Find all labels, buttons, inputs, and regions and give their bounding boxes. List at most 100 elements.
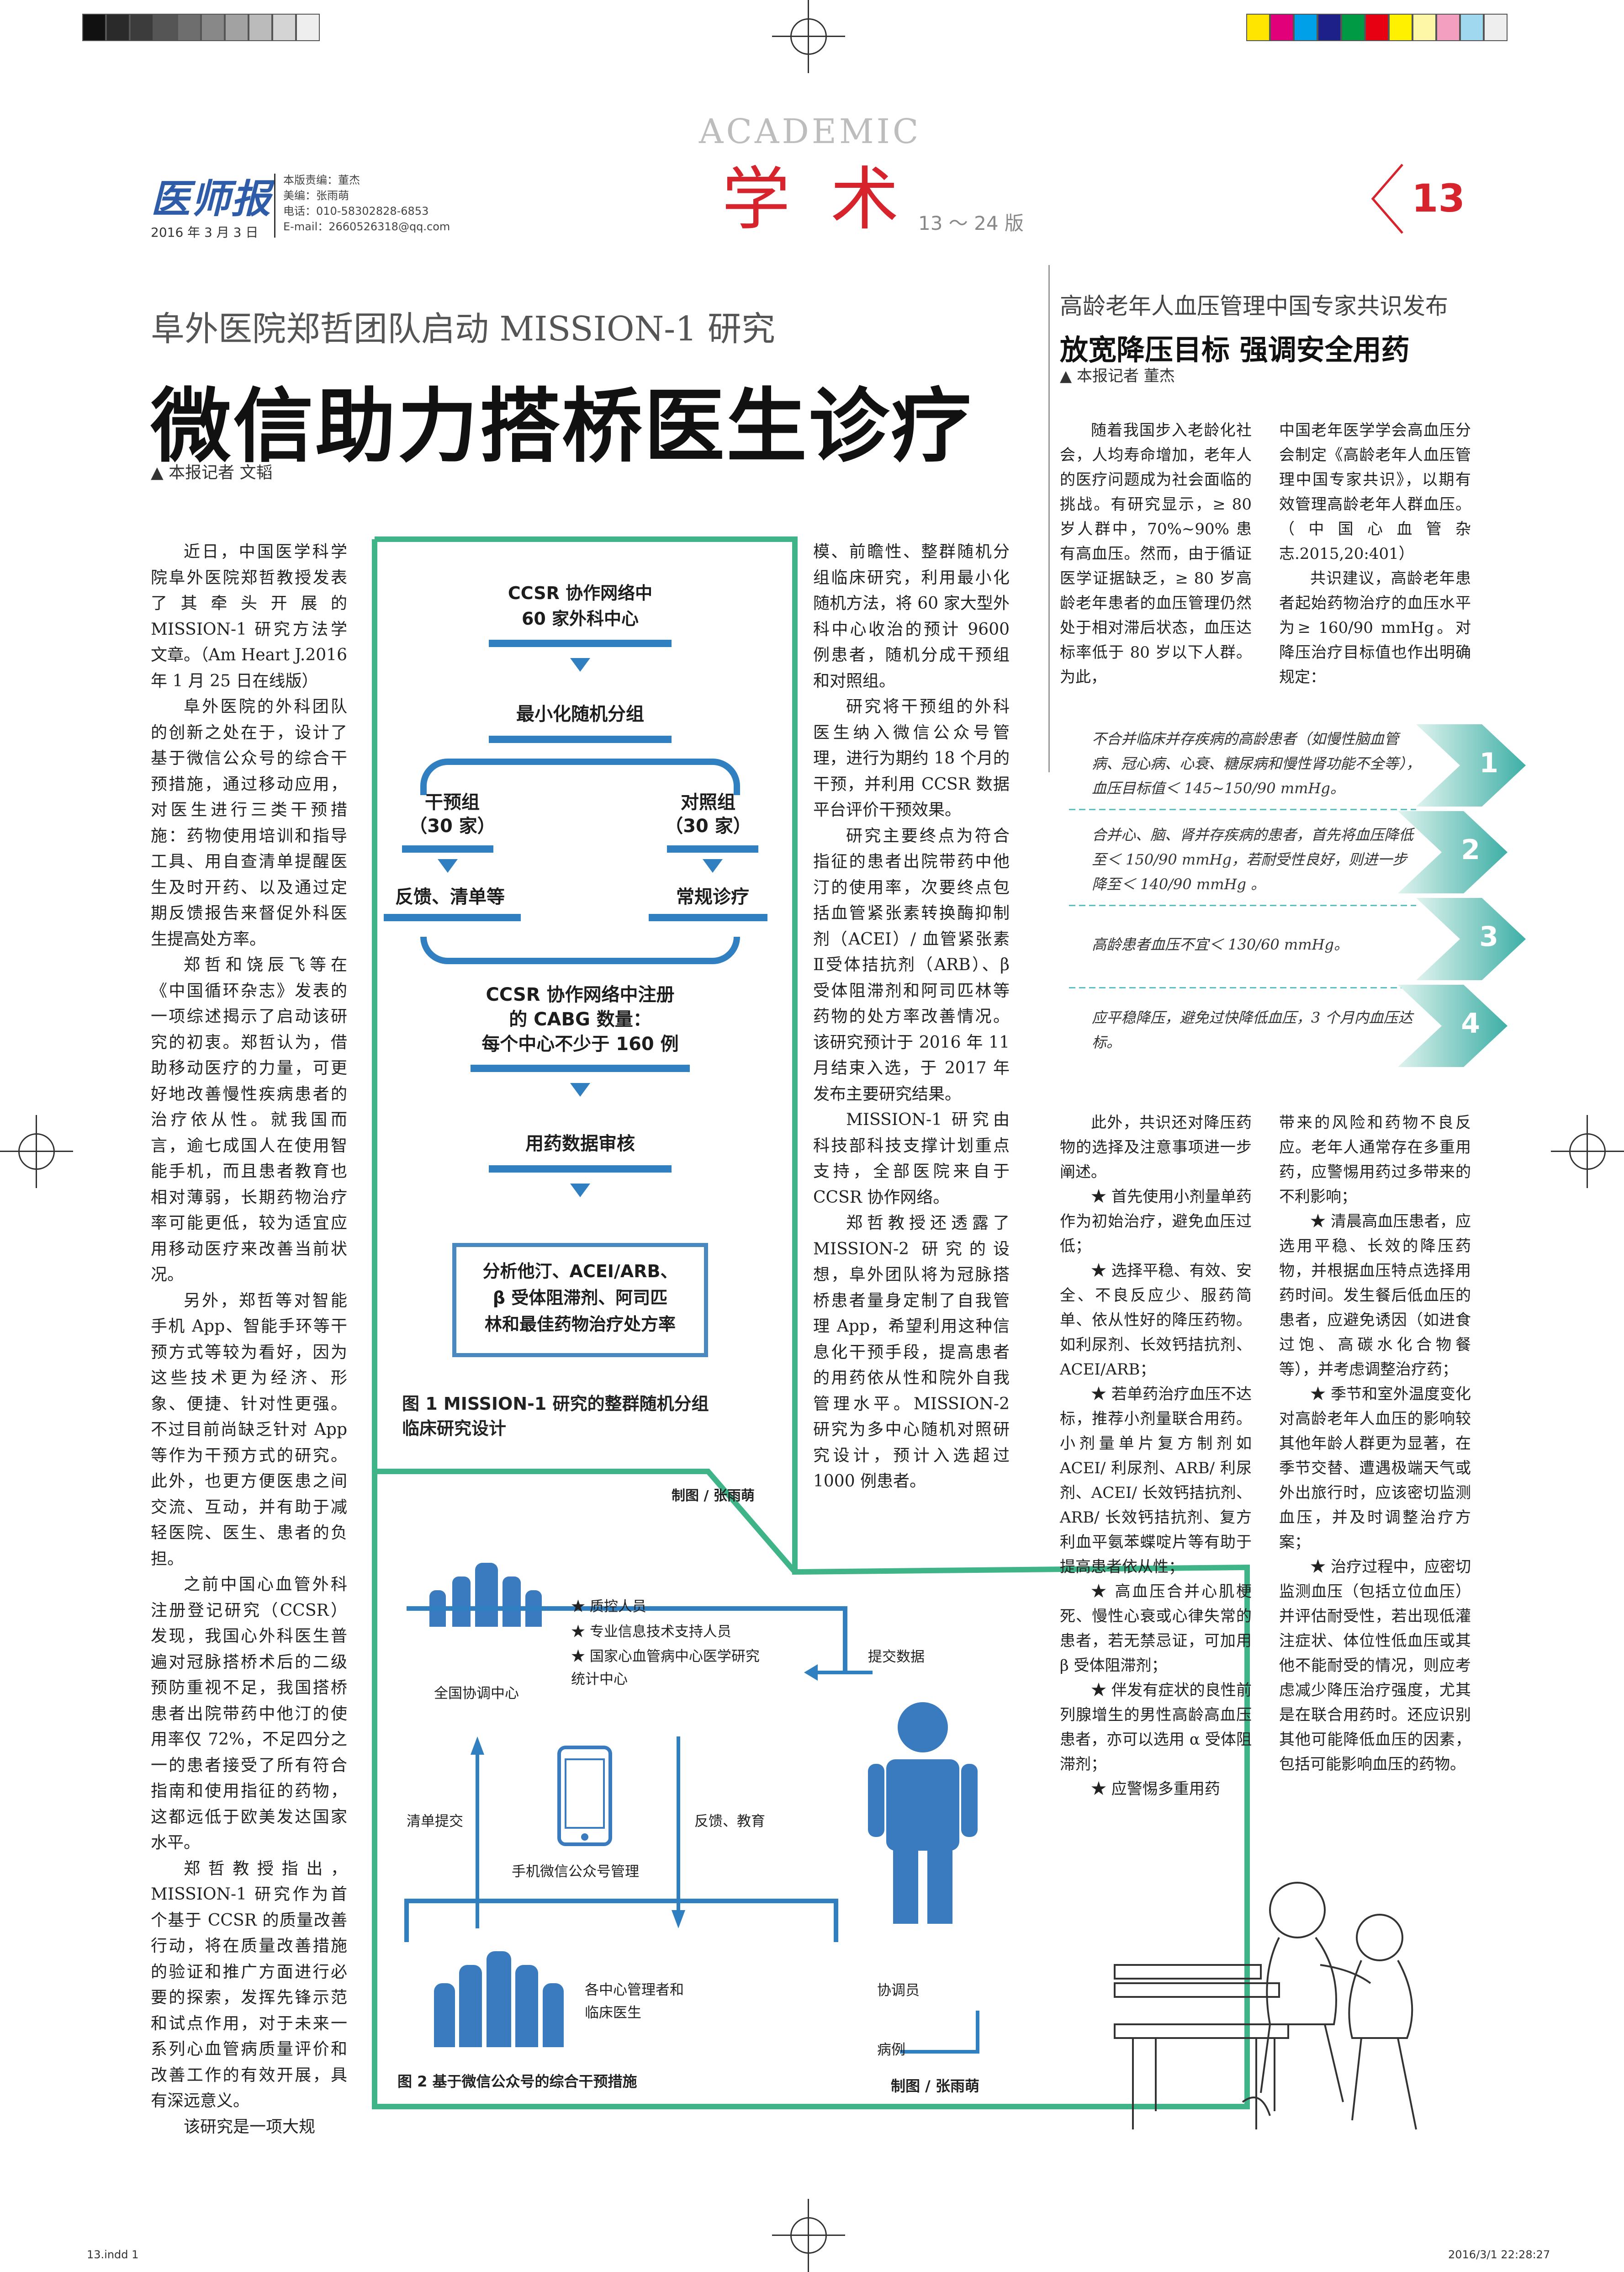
color-bar	[1246, 14, 1508, 41]
paragraph: MISSION-1 研究由科技部科技支撑计划重点支持，全部医院来自于 CCSR …	[813, 1110, 1010, 1207]
paragraph: ★ 治疗过程中，应密切监测血压（包括立位血压）并评估耐受性，若出现低灌注症状、体…	[1279, 1558, 1471, 1773]
fig2-center-label: 全国协调中心	[434, 1685, 519, 1702]
paragraph: ★ 若单药治疗血压不达标，推荐小剂量联合用药。小剂量单片复方制剂如 ACEI/ …	[1060, 1385, 1252, 1576]
paragraph: 近日，中国医学科学院阜外医院郑哲教授发表了其牵头开展的 MISSION-1 研究…	[151, 542, 347, 690]
fig2-staff-list-3: ★ 国家心血管病中心医学研究 统计中心	[571, 1648, 760, 1688]
article1-kicker: 阜外医院郑哲团队启动 MISSION-1 研究	[151, 309, 775, 349]
fig1-control-group: 对照组 （30 家）	[665, 792, 751, 837]
elderly-couple-illustration	[1114, 1882, 1417, 2130]
paragraph: 阜外医院的外科团队的创新之处在于，设计了基于微信公众号的综合干预措施，通过移动应…	[151, 697, 347, 949]
fig2-managers-label: 各中心管理者和 临床医生	[585, 1982, 684, 2021]
down-arrow-icon	[570, 658, 590, 672]
down-arrow-icon	[703, 859, 723, 873]
figure-frame	[372, 536, 1250, 2109]
page-range: 13 ～ 24 版	[918, 212, 1024, 234]
fig1-usual-care: 常规诊疗	[676, 887, 749, 908]
recommendations-panel: 不合并临床并存疾病的高龄患者（如慢性脑血管病、冠心病、心衰、糖尿病和慢性肾功能不…	[1060, 717, 1526, 1074]
managers-people-icon	[434, 1942, 571, 2052]
footer-file: 13.indd 1	[87, 2248, 139, 2261]
fig2-credit: 制图 / 张雨萌	[891, 2077, 979, 2095]
fig2-submit-data: 提交数据	[868, 1649, 925, 1665]
section-english: ACADEMIC	[699, 112, 921, 151]
article1-column1: 近日，中国医学科学院阜外医院郑哲教授发表了其牵头开展的 MISSION-1 研究…	[151, 539, 347, 2140]
registration-mark-right	[1551, 1115, 1624, 1188]
fig2-coordinator: 协调员	[877, 1982, 920, 1999]
paragraph: 此外，共识还对降压药物的选择及注意事项进一步阐述。	[1060, 1114, 1252, 1181]
page-number-bracket	[1371, 164, 1403, 234]
paragraph: ★ 高血压合并心肌梗死、慢性心衰或心律失常的患者，若无禁忌证，可加用 β 受体阻…	[1060, 1582, 1252, 1675]
article1-headline: 微信助力搭桥医生诊疗	[151, 380, 973, 473]
fig1-feedback-checklist: 反馈、清单等	[395, 887, 505, 908]
down-arrow-icon	[570, 1184, 590, 1197]
phone-line: 电话：010-58302828-6853	[283, 205, 429, 218]
editor-line: 本版责编：董杰	[283, 174, 360, 186]
article2-column-c: 此外，共识还对降压药物的选择及注意事项进一步阐述。 ★ 首先使用小剂量单药作为初…	[1060, 1110, 1252, 1801]
fig2-feedback: 反馈、教育	[694, 1813, 765, 1830]
fig1-analysis-box: 分析他汀、ACEI/ARB、 β 受体阻滞剂、阿司匹 林和最佳药物治疗处方率	[452, 1243, 708, 1357]
article2-byline: ▲ 本报记者 董杰	[1060, 367, 1175, 385]
recommendation-2: 合并心、脑、肾并存疾病的患者，首先将血压降低至＜ 150/90 mmHg，若耐受…	[1092, 826, 1414, 893]
article2-headline: 放宽降压目标 强调安全用药	[1060, 333, 1410, 366]
article2-kicker: 高龄老年人血压管理中国专家共识发布	[1060, 293, 1448, 319]
article1-column2: 模、前瞻性、整群随机分组临床研究，利用最小化随机方法，将 60 家大型外科中心收…	[813, 539, 1010, 1495]
step-4-badge: 4	[1398, 985, 1508, 1067]
paragraph: 研究将干预组的外科医生纳入微信公众号管理，进行为期约 18 个月的干预，并利用 …	[813, 697, 1010, 819]
article1-byline: ▲ 本报记者 文韬	[151, 463, 273, 482]
issue-date: 2016 年 3 月 3 日	[151, 225, 259, 240]
article2-column-b: 中国老年医学学会高血压分会制定《高龄老年人血压管理中国专家共识》，以期有效管理高…	[1279, 418, 1471, 690]
paragraph: 中国老年医学学会高血压分会制定《高龄老年人血压管理中国专家共识》，以期有效管理高…	[1279, 421, 1471, 563]
split-brace	[420, 759, 740, 795]
paragraph: 郑哲教授还透露了 MISSION-2 研究的设想，阜外团队将为冠脉搭桥患者量身定…	[813, 1214, 1010, 1491]
fig2-cases: 病例	[877, 2042, 905, 2058]
designer-line: 美编：张雨萌	[283, 189, 349, 202]
figure2: 全国协调中心 ★ 质控人员 ★ 专业信息技术支持人员 ★ 国家心血管病中心医学研…	[379, 1545, 1238, 2107]
paragraph: ★ 清晨高血压患者，应选用平稳、长效的降压药物，并根据血压特点选择用药时间。发生…	[1279, 1212, 1471, 1379]
registration-mark-top	[772, 0, 845, 73]
merge-brace	[420, 937, 740, 964]
step-3-badge: 3	[1416, 898, 1526, 980]
coordination-center-people-icon	[429, 1563, 557, 1636]
step-2-badge: 2	[1398, 811, 1508, 893]
down-arrow-icon	[570, 1083, 590, 1097]
paragraph: 该研究是一项大规	[184, 2117, 316, 2136]
grayscale-bar	[82, 14, 320, 41]
fig2-caption: 图 2 基于微信公众号的综合干预措施	[397, 2073, 637, 2090]
paragraph: 模、前瞻性、整群随机分组临床研究，利用最小化随机方法，将 60 家大型外科中心收…	[813, 542, 1010, 690]
fig1-cabg-count: CCSR 协作网络中注册 的 CABG 数量： 每个中心不少于 160 例	[481, 984, 679, 1055]
footer-timestamp: 2016/3/1 22:28:27	[1448, 2248, 1550, 2261]
registration-mark-bottom	[772, 2199, 845, 2272]
fig2-checklist: 清单提交	[407, 1813, 463, 1830]
recommendation-3: 高龄患者血压不宜＜ 130/60 mmHg。	[1092, 936, 1349, 953]
fig1-randomization: 最小化随机分组	[516, 704, 644, 725]
email-line: E-mail：2660526318@qq.com	[283, 220, 450, 233]
paragraph: 共识建议，高龄老年患者起始药物治疗的血压水平为≥ 160/90 mmHg。对降压…	[1279, 569, 1471, 686]
paragraph: ★ 选择平稳、有效、安全、不良反应少、服药简单、依从性好的降压药物。如利尿剂、长…	[1060, 1262, 1252, 1379]
paragraph: 带来的风险和药物不良反应。老年人通常存在多重用药，应警惕用药过多带来的不利影响；	[1279, 1114, 1471, 1206]
article2-column-a: 随着我国步入老龄化社会，人均寿命增加，老年人的医疗问题成为社会面临的挑战。有研究…	[1060, 418, 1252, 690]
fig2-wechat-management: 手机微信公众号管理	[512, 1863, 639, 1880]
recommendation-1: 不合并临床并存疾病的高龄患者（如慢性脑血管病、冠心病、心衰、糖尿病和慢性肾功能不…	[1092, 730, 1421, 797]
paragraph: 之前中国心血管外科注册登记研究（CCSR）发现，我国心外科医生普遍对冠脉搭桥术后…	[151, 1575, 347, 1852]
paragraph: 郑哲教授指出，MISSION-1 研究作为首个基于 CCSR 的质量改善行动，将…	[151, 1859, 347, 2111]
registration-mark-left	[0, 1115, 73, 1188]
fig2-staff-list-1: ★ 质控人员	[571, 1598, 646, 1615]
paragraph: ★ 季节和室外温度变化对高龄老年人血压的影响较其他年龄人群更为显著，在季节交替、…	[1279, 1385, 1471, 1551]
paragraph: 随着我国步入老龄化社会，人均寿命增加，老年人的医疗问题成为社会面临的挑战。有研究…	[1060, 421, 1252, 686]
paragraph: ★ 应警惕多重用药	[1091, 1780, 1220, 1798]
fig1-caption: 图 1 MISSION-1 研究的整群随机分组 临床研究设计	[402, 1394, 709, 1439]
fig1-intervention-group: 干预组 （30 家）	[409, 792, 496, 837]
newspaper-logo: 医师报	[151, 176, 271, 222]
article2-column-d: 带来的风险和药物不良反应。老年人通常存在多重用药，应警惕用药过多带来的不利影响；…	[1279, 1110, 1471, 1777]
section-title: 学 术	[722, 160, 908, 239]
step-1-badge: 1	[1416, 724, 1526, 807]
paragraph: 郑哲和饶辰飞等在《中国循环杂志》发表的一项综述揭示了启动该研究的初衷。郑哲认为，…	[151, 956, 347, 1284]
masthead: 医师报 2016 年 3 月 3 日 本版责编：董杰 美编：张雨萌 电话：010…	[151, 112, 1521, 254]
paragraph: 另外，郑哲等对智能手机 App、智能手环等干预方式等较为看好，因为这些技术更为经…	[151, 1291, 347, 1568]
recommendation-4: 应平稳降压，避免过快降低血压，3 个月内血压达标。	[1092, 1009, 1413, 1051]
figure1: CCSR 协作网络中 60 家外科中心 最小化随机分组 干预组 （30 家） 对…	[375, 544, 786, 1458]
fig1-box-centers: CCSR 协作网络中 60 家外科中心	[508, 583, 653, 629]
fig1-data-audit: 用药数据审核	[525, 1133, 635, 1154]
smartphone-icon	[557, 1746, 612, 1846]
coordinator-person-icon	[868, 1702, 978, 1924]
fig1-credit: 制图 / 张雨萌	[672, 1488, 755, 1504]
